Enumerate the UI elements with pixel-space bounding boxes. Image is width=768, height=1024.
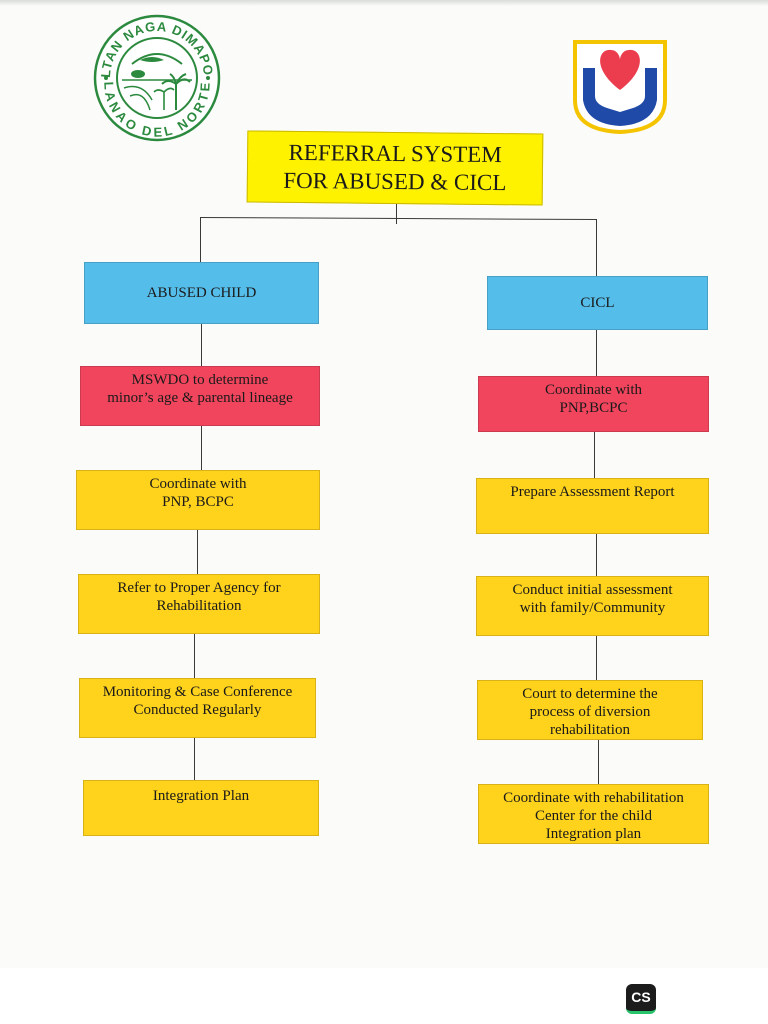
right-step-2: Prepare Assessment Report xyxy=(476,478,709,534)
left-step-3-label: Refer to Proper Agency for Rehabilitatio… xyxy=(117,580,281,614)
left-branch-drop xyxy=(200,218,201,262)
diagram-title-text: REFERRAL SYSTEM FOR ABUSED & CICL xyxy=(283,139,507,196)
cicl-header: CICL xyxy=(487,276,708,330)
right-step-4: Court to determine the process of divers… xyxy=(477,680,703,740)
right-connector-2 xyxy=(594,432,595,478)
right-step-3: Conduct initial assessment with family/C… xyxy=(476,576,709,636)
right-step-5-label: Coordinate with rehabilitation Center fo… xyxy=(503,790,684,842)
right-connector-5 xyxy=(598,740,599,784)
camscanner-badge-icon: CS xyxy=(626,984,656,1014)
abused-child-header-label: ABUSED CHILD xyxy=(146,285,257,301)
left-step-2-label: Coordinate with PNP, BCPC xyxy=(149,476,247,510)
left-connector-2 xyxy=(201,426,202,470)
document-page: SULTAN NAGA DIMAPORO LANAO DEL NORTE xyxy=(0,0,768,844)
right-step-4-label: Court to determine the process of divers… xyxy=(522,686,658,738)
left-connector-5 xyxy=(194,738,195,780)
dswd-logo xyxy=(573,40,667,134)
left-step-1-label: MSWDO to determine minor’s age & parenta… xyxy=(107,372,293,406)
left-connector-1 xyxy=(201,324,202,366)
diagram-title: REFERRAL SYSTEM FOR ABUSED & CICL xyxy=(246,130,544,206)
right-connector-3 xyxy=(596,534,597,576)
left-step-5-label: Integration Plan xyxy=(152,788,250,804)
left-step-4-label: Monitoring & Case Conference Conducted R… xyxy=(102,684,293,718)
left-step-1: MSWDO to determine minor’s age & parenta… xyxy=(80,366,320,426)
seal-emblem-icon xyxy=(122,53,192,111)
right-step-2-label: Prepare Assessment Report xyxy=(510,484,675,500)
left-step-5: Integration Plan xyxy=(83,780,319,836)
left-connector-3 xyxy=(197,530,198,574)
municipal-seal-logo: SULTAN NAGA DIMAPORO LANAO DEL NORTE xyxy=(92,14,221,142)
scan-edge-shadow xyxy=(0,0,768,6)
left-connector-4 xyxy=(194,634,195,678)
left-step-4: Monitoring & Case Conference Conducted R… xyxy=(79,678,316,738)
abused-child-header: ABUSED CHILD xyxy=(84,262,319,324)
camscanner-badge-label: CS xyxy=(631,989,651,1005)
right-connector-4 xyxy=(596,636,597,680)
branch-connector-horizontal xyxy=(200,216,597,221)
right-step-1-label: Coordinate with PNP,BCPC xyxy=(544,382,643,416)
right-step-1: Coordinate with PNP,BCPC xyxy=(478,376,709,432)
left-step-3: Refer to Proper Agency for Rehabilitatio… xyxy=(78,574,320,634)
right-step-5: Coordinate with rehabilitation Center fo… xyxy=(478,784,709,844)
cicl-header-label: CICL xyxy=(580,295,615,311)
right-connector-1 xyxy=(596,330,597,376)
right-branch-drop xyxy=(596,220,597,276)
title-connector xyxy=(396,204,397,224)
left-step-2: Coordinate with PNP, BCPC xyxy=(76,470,320,530)
right-step-3-label: Conduct initial assessment with family/C… xyxy=(512,582,673,616)
